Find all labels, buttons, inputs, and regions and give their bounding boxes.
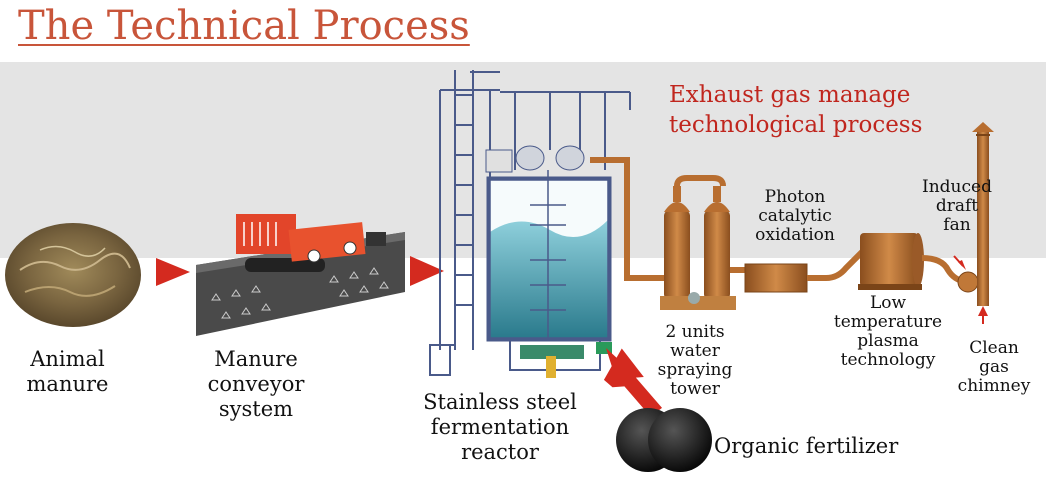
manure-conveyor-image: [196, 214, 405, 336]
plasma-unit: [858, 233, 924, 290]
reactor-motor: [485, 145, 585, 173]
exhaust-pipe: [590, 157, 665, 281]
chimney-image: [972, 122, 994, 306]
flow-arrow-icon: [410, 256, 444, 286]
chimney-arrow-icon: [978, 306, 988, 316]
page-title: The Technical Process: [18, 3, 470, 49]
connecting-pipe: [807, 249, 865, 281]
down-arrow-icon: [603, 348, 663, 417]
animal-manure-image: [5, 223, 141, 327]
fermentation-reactor-image: [429, 70, 631, 376]
flow-arrow-icon: [156, 258, 190, 286]
reactor-outlet: [520, 342, 612, 378]
fertilizer-label: Organic fertilizer: [714, 434, 899, 458]
photon-oxidation-unit: [744, 263, 808, 293]
induced-draft-fan: [957, 271, 979, 293]
fertilizer-pellet-icon: [616, 408, 712, 472]
spraying-tower-image: [660, 175, 736, 310]
